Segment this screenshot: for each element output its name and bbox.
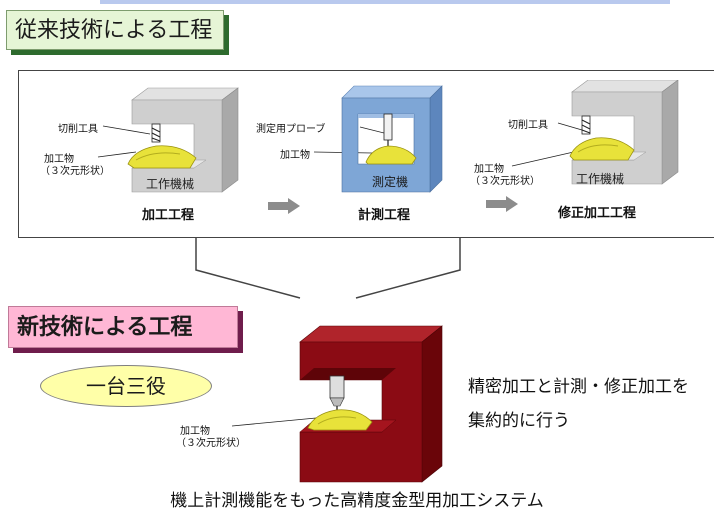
description-line-2: 集約的に行う xyxy=(468,411,570,431)
workpiece-sub-label-1: （３次元形状） xyxy=(40,166,110,177)
workpiece-label-1: 加工物 xyxy=(44,154,74,165)
top-rule xyxy=(100,0,670,4)
process-arrow-2 xyxy=(486,196,518,212)
new-process-header: 新技術による工程 xyxy=(8,306,238,348)
stage-label-corrective: 修正加工工程 xyxy=(558,206,637,221)
cutting-tool-label-3: 切削工具 xyxy=(508,120,548,131)
integrated-machine xyxy=(299,325,443,483)
probe-label: 測定用プローブ xyxy=(256,124,326,135)
new-workpiece-sub-label: （３次元形状） xyxy=(176,438,246,449)
measuring-machine-label: 測定機 xyxy=(372,175,409,189)
workpiece-label-3: 加工物 xyxy=(474,164,504,175)
system-caption: 機上計測機能をもった高精度金型用加工システム xyxy=(170,491,544,511)
description-line-1: 精密加工と計測・修正加工を xyxy=(468,377,689,397)
old-process-header: 従来技術による工程 xyxy=(6,10,224,50)
workpiece-label-2: 加工物 xyxy=(280,150,310,161)
slogan-oval: 一台三役 xyxy=(40,365,212,407)
new-workpiece-label: 加工物 xyxy=(180,426,210,437)
stage-label-machining: 加工工程 xyxy=(142,208,195,223)
measuring-machine xyxy=(341,85,443,193)
stage-label-measuring: 計測工程 xyxy=(358,208,411,223)
process-arrow-1 xyxy=(268,198,300,214)
workpiece-sub-label-3: （３次元形状） xyxy=(470,176,540,187)
machine-tool-label-1: 工作機械 xyxy=(146,177,195,191)
machining-machine-1 xyxy=(127,87,239,193)
machining-machine-2 xyxy=(569,80,679,185)
cutting-tool-label-1: 切削工具 xyxy=(58,124,98,135)
machine-tool-label-3: 工作機械 xyxy=(576,172,625,186)
